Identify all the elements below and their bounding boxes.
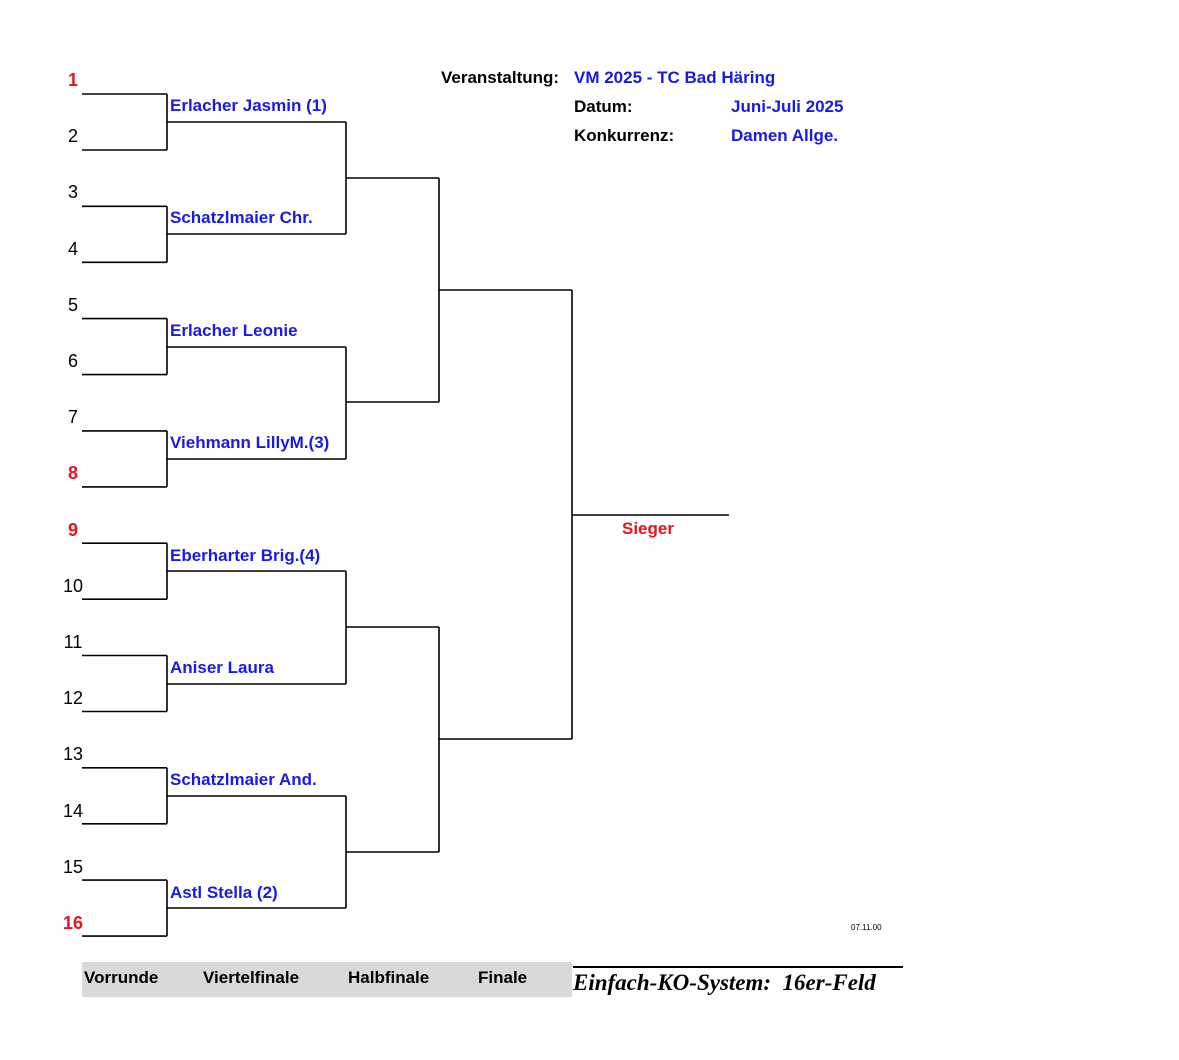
player-name: Viehmann LillyM.(3): [170, 433, 330, 453]
event-value: VM 2025 - TC Bad Häring: [574, 68, 776, 87]
seed-number: 2: [67, 126, 78, 147]
round-label-vorrunde: Vorrunde: [84, 968, 159, 987]
seed-number: 7: [67, 407, 78, 428]
seed-number: 10: [62, 575, 84, 596]
seed-number: 14: [62, 800, 84, 821]
date-label: Datum:: [574, 97, 633, 116]
player-name: Eberharter Brig.(4): [170, 545, 321, 565]
seed-number: 3: [67, 182, 78, 203]
player-name: Astl Stella (2): [170, 882, 278, 902]
seed-number: 5: [67, 294, 78, 315]
round-label-halbfinale: Halbfinale: [348, 968, 430, 987]
date-value: Juni-Juli 2025: [731, 97, 844, 116]
seed-number: 8: [67, 463, 78, 484]
version-stamp: 07.11.00: [851, 923, 882, 932]
seed-number: 6: [67, 351, 78, 371]
seed-number: 13: [62, 744, 84, 765]
player-name: Schatzlmaier And.: [170, 770, 317, 790]
seed-number: 16: [62, 913, 84, 933]
round-label-finale: Finale: [478, 968, 528, 987]
player-name: Erlacher Leonie: [170, 320, 298, 340]
event-label: Veranstaltung:: [441, 68, 560, 87]
seed-number: 15: [62, 856, 84, 877]
player-name: Aniser Laura: [170, 658, 274, 677]
competition-label: Konkurrenz:: [574, 126, 675, 145]
winner-label: Sieger: [622, 519, 674, 538]
seed-number: 9: [67, 519, 78, 540]
competition-value: Damen Allge.: [731, 126, 839, 145]
round-label-viertelfinale: Viertelfinale: [203, 968, 300, 987]
seed-number: 1: [67, 70, 78, 90]
player-name: Schatzlmaier Chr.: [170, 208, 313, 228]
system-title: Einfach-KO-System: 16er-Feld: [573, 966, 903, 996]
seed-number: 12: [62, 688, 84, 709]
seed-number: 4: [67, 238, 78, 259]
seed-number: 11: [63, 632, 83, 652]
round-label-bar: [82, 962, 572, 997]
player-name: Erlacher Jasmin (1): [170, 96, 327, 115]
